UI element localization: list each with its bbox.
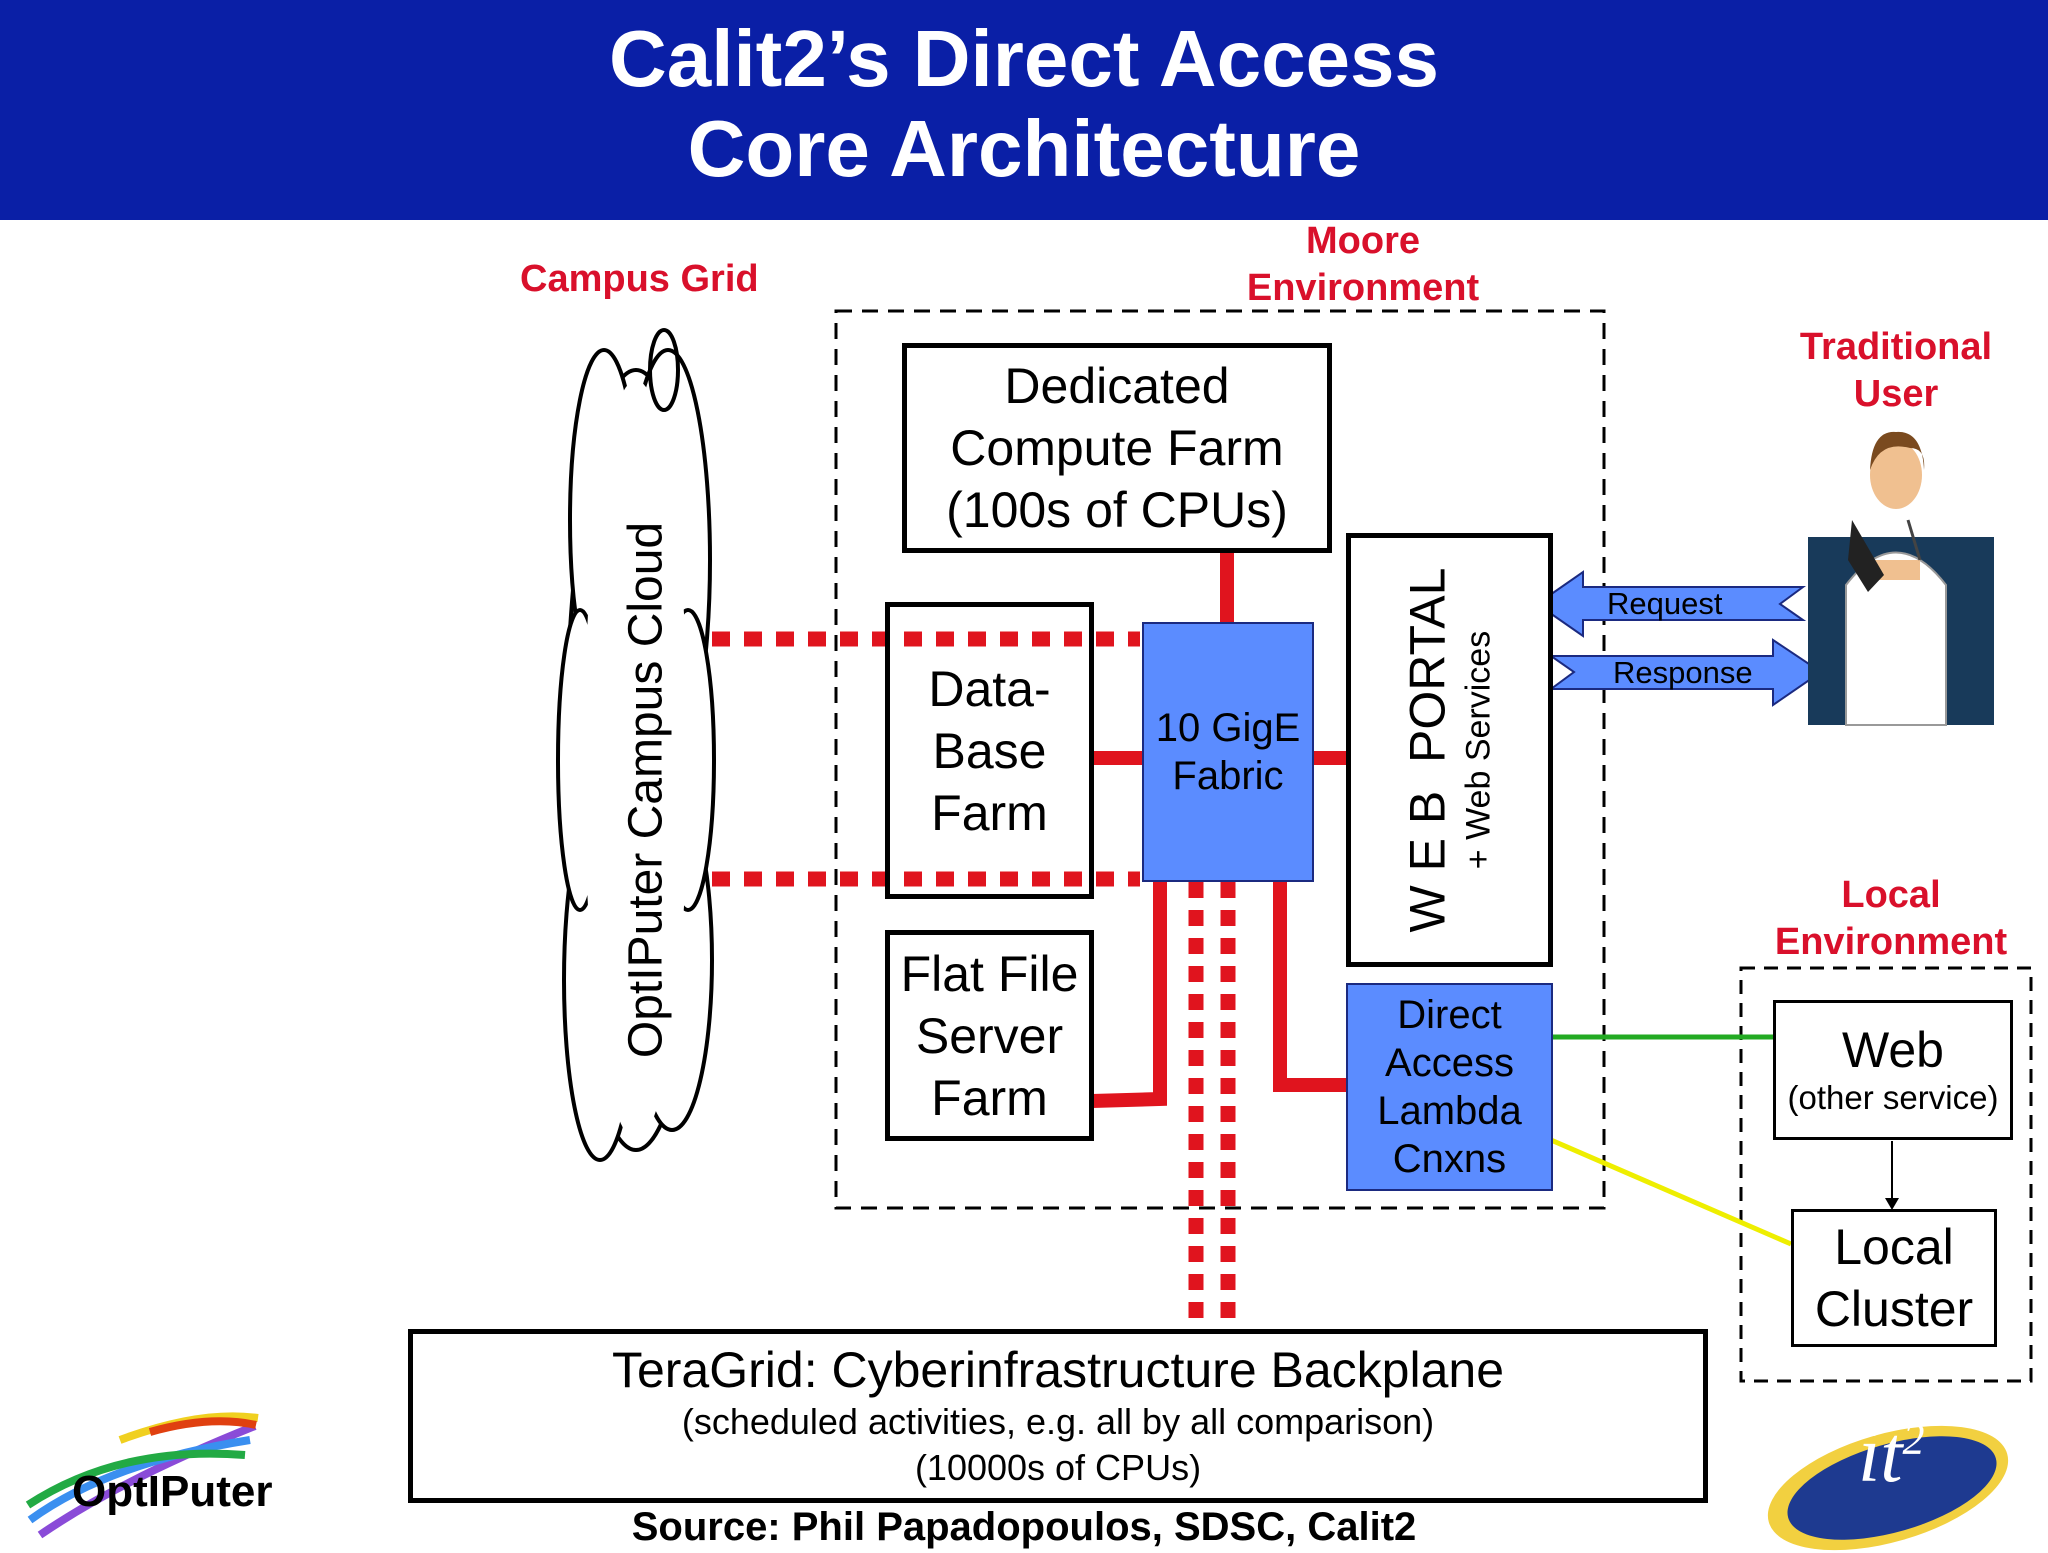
compute-line-3: (100s of CPUs)	[946, 482, 1288, 538]
arrow-web-cluster-head	[1885, 1198, 1899, 1210]
campus-grid-label: Campus Grid	[520, 258, 759, 300]
teragrid-line-1: TeraGrid: Cyberinfrastructure Backplane	[611, 1342, 1505, 1398]
database-line-1: Data-	[928, 660, 1051, 717]
cluster-line-1: Local	[1834, 1219, 1954, 1275]
calit2-logo: it2	[1858, 1411, 1925, 1499]
local-cluster-box: Local Cluster	[1791, 1209, 1997, 1347]
compute-line-2: Compute Farm	[950, 420, 1284, 476]
flatfile-line-2: Server	[915, 1007, 1064, 1064]
direct-line-4: Cnxns	[1392, 1137, 1507, 1181]
web-service-line-1: Web	[1842, 1022, 1944, 1078]
source-credit: Source: Phil Papadopoulos, SDSC, Calit2	[631, 1505, 1417, 1549]
direct-access-box: Direct Access Lambda Cnxns	[1346, 983, 1553, 1191]
link-fabric-direct	[1273, 882, 1346, 1092]
flatfile-line-3: Farm	[931, 1069, 1048, 1126]
database-farm-box: Data- Base Farm	[885, 602, 1094, 899]
cluster-line-2: Cluster	[1814, 1281, 1974, 1337]
optiputer-logo: OptIPuter	[72, 1467, 273, 1516]
flatfile-line-1: Flat File	[900, 945, 1079, 1002]
response-arrow	[1547, 638, 1823, 707]
link-direct-cluster	[1550, 1137, 1792, 1247]
calit2-logo-text: it	[1858, 1411, 1903, 1499]
web-portal-title: W E B PORTAL	[1399, 567, 1456, 933]
local-label-line-2: Environment	[1774, 921, 2008, 963]
traditional-label-line-1: Traditional	[1799, 326, 1993, 368]
flat-file-farm-box: Flat File Server Farm	[885, 930, 1094, 1141]
campus-cloud-shape	[556, 328, 716, 1162]
local-environment-boundary	[1739, 966, 2033, 1383]
moore-label-line-2: Environment	[1246, 267, 1480, 309]
traditional-user-label: Traditional User	[1776, 324, 2016, 418]
teragrid-line-2: (scheduled activities, e.g. all by all c…	[681, 1401, 1435, 1442]
database-line-3: Farm	[931, 784, 1048, 841]
traditional-label-line-2: User	[1853, 373, 1939, 415]
direct-line-2: Access	[1385, 1041, 1514, 1085]
web-service-line-2: (other service)	[1787, 1079, 1999, 1116]
response-label: Response	[1613, 655, 1753, 690]
web-portal-box: W E B PORTAL + Web Services	[1346, 533, 1553, 967]
moore-environment-label: Moore Environment	[1238, 218, 1488, 312]
local-label-line-1: Local	[1841, 874, 1941, 916]
page-title: Calit2’s Direct Access Core Architecture	[0, 14, 2048, 194]
link-flatfile-fabric	[1091, 882, 1167, 1108]
title-banner	[0, 0, 2048, 220]
title-line-1: Calit2’s Direct Access	[608, 14, 1440, 103]
compute-farm-box: Dedicated Compute Farm (100s of CPUs)	[902, 343, 1332, 553]
optiputer-logo-swoosh	[25, 1412, 259, 1539]
direct-line-1: Direct	[1397, 993, 1502, 1037]
title-line-2: Core Architecture	[687, 104, 1361, 193]
database-line-2: Base	[932, 722, 1047, 779]
web-service-box: Web (other service)	[1773, 1000, 2013, 1140]
fabric-line-1: 10 GigE	[1155, 706, 1301, 750]
web-portal-rotated-text: W E B PORTAL + Web Services	[1399, 568, 1501, 933]
teragrid-line-3: (10000s of CPUs)	[914, 1447, 1202, 1488]
compute-line-1: Dedicated	[1004, 358, 1230, 414]
calit2-logo-swoosh	[1767, 1425, 2009, 1551]
moore-label-line-1: Moore	[1306, 220, 1420, 262]
request-label: Request	[1607, 586, 1723, 621]
web-services-subtitle: + Web Services	[1459, 630, 1498, 870]
direct-line-3: Lambda	[1377, 1089, 1522, 1133]
campus-cloud-label: OptIPuter Campus Cloud	[619, 521, 673, 1059]
traditional-user-figure	[1808, 431, 1994, 726]
gige-fabric-box: 10 GigE Fabric	[1142, 622, 1314, 882]
teragrid-box: TeraGrid: Cyberinfrastructure Backplane …	[408, 1329, 1708, 1503]
fabric-line-2: Fabric	[1172, 754, 1284, 798]
request-arrow	[1535, 570, 1807, 638]
local-environment-label: Local Environment	[1766, 872, 2016, 966]
